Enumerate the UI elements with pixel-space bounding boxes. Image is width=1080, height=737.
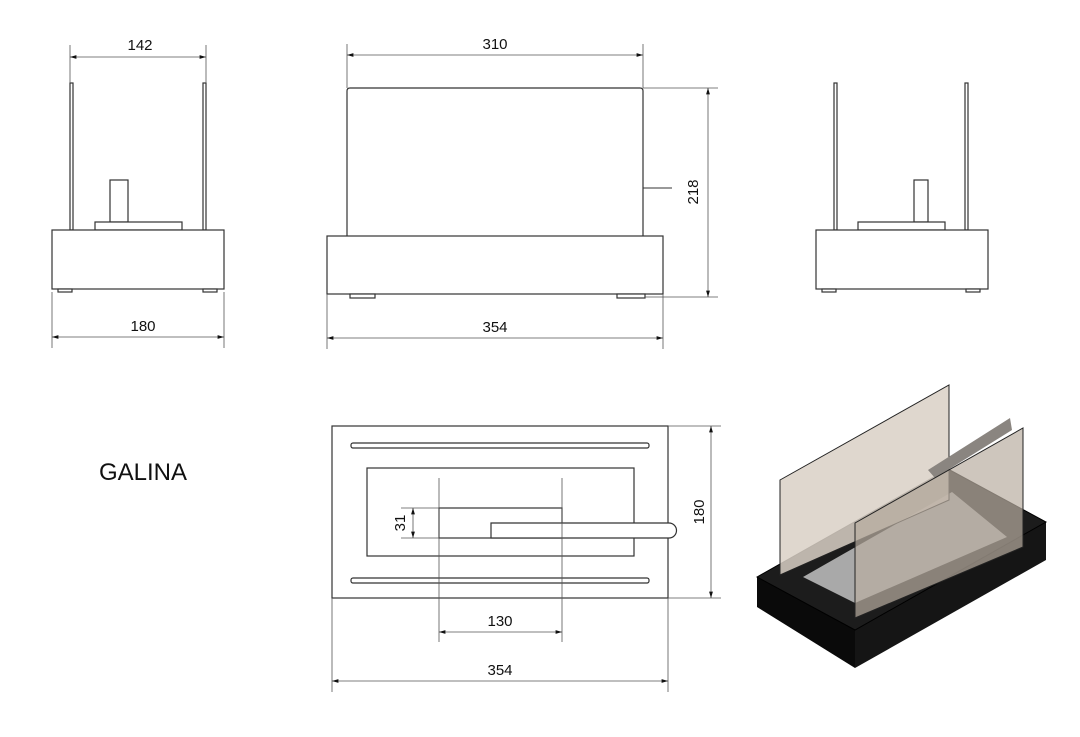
- glass-panel: [346, 87, 644, 236]
- burner-tray: [857, 221, 946, 231]
- dimension-label: 310: [482, 36, 507, 53]
- foot: [965, 288, 981, 293]
- glass-slot-front: [350, 577, 650, 584]
- dimension-label: 142: [127, 37, 152, 54]
- dimension-label: 180: [691, 499, 708, 524]
- foot: [616, 293, 646, 299]
- foot: [202, 288, 218, 293]
- foot: [821, 288, 837, 293]
- dimension-180-top: 180: [668, 425, 721, 599]
- burner-tray: [94, 221, 183, 231]
- dimension-label: 180: [130, 318, 155, 335]
- dimension-180-side: 180: [51, 292, 225, 348]
- foot: [57, 288, 73, 293]
- burner-handle: [490, 522, 678, 539]
- dimension-354-top: 354: [331, 598, 669, 692]
- dimension-label: 354: [487, 662, 512, 679]
- burner-handle: [928, 418, 1012, 478]
- glass-panel-left: [833, 82, 838, 231]
- dimension-label: 354: [482, 319, 507, 336]
- burner-handle: [913, 179, 929, 223]
- glass-panel-front: [854, 427, 1024, 619]
- burner-handle: [109, 179, 129, 223]
- top-view: 31 180 130 354: [331, 425, 721, 692]
- glass-slot-back: [350, 442, 650, 449]
- base: [326, 235, 664, 295]
- dimension-label: 130: [487, 613, 512, 630]
- base-front-face: [855, 522, 1046, 668]
- glass-panel-left: [69, 82, 74, 231]
- dimension-31: 31: [392, 507, 439, 539]
- dimension-label: 31: [392, 515, 409, 532]
- dimension-142: 142: [69, 37, 207, 83]
- base: [51, 229, 225, 290]
- front-view: 310 218 354: [326, 36, 718, 349]
- base-left-face: [757, 577, 855, 668]
- dimension-218: 218: [643, 87, 718, 298]
- dimension-310: 310: [346, 36, 644, 88]
- side-view-right: [815, 82, 989, 293]
- glass-panel-right: [964, 82, 969, 231]
- dimension-354-front: 354: [326, 294, 664, 349]
- base: [815, 229, 989, 290]
- dimension-label: 218: [685, 179, 702, 204]
- side-view-left: 142 180: [51, 37, 225, 348]
- product-name: GALINA: [99, 459, 187, 486]
- isometric-view: [755, 384, 1048, 668]
- foot: [349, 293, 376, 299]
- dimension-130: 130: [438, 478, 563, 642]
- glass-panel-right: [202, 82, 207, 231]
